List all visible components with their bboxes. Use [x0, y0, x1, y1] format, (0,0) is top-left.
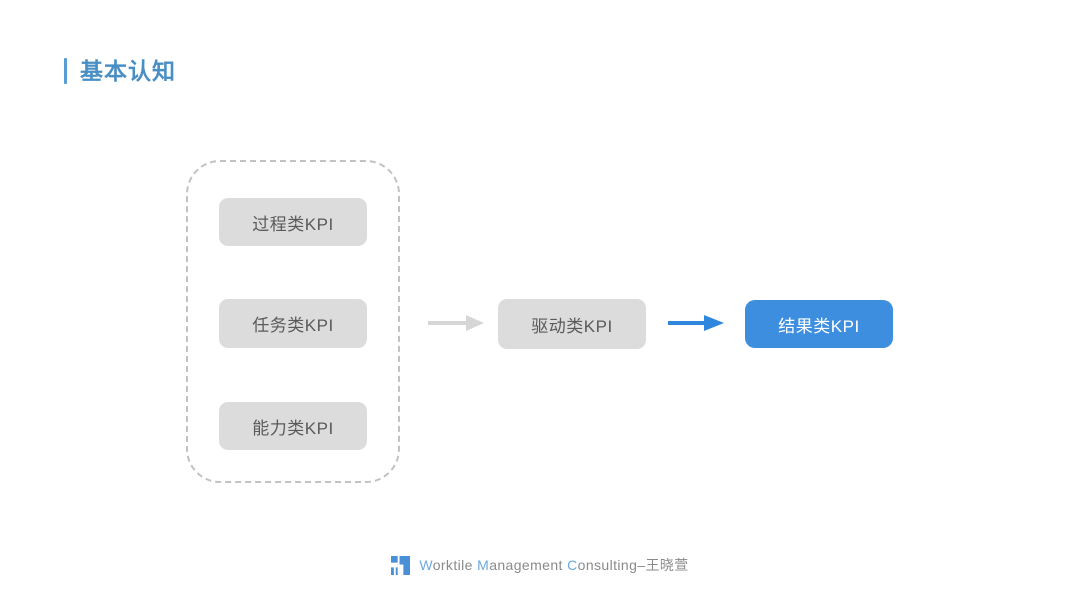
- kpi-input-group-container: [186, 160, 400, 483]
- node-ability-kpi[interactable]: 能力类KPI: [219, 402, 367, 450]
- node-process-kpi[interactable]: 过程类KPI: [219, 198, 367, 246]
- title-accent-bar: [64, 58, 67, 84]
- footer-seg-3: anagement: [489, 557, 568, 573]
- footer: Worktile Management Consulting–王晓萱: [0, 555, 1080, 575]
- footer-seg-1: orktile: [432, 557, 478, 573]
- node-task-kpi[interactable]: 任务类KPI: [219, 299, 367, 348]
- node-result-kpi[interactable]: 结果类KPI: [745, 300, 893, 348]
- footer-seg-2: M: [477, 557, 490, 573]
- footer-seg-4: C: [567, 557, 578, 573]
- arrow-driver-to-result-icon: [668, 310, 724, 336]
- footer-seg-5: onsulting–王晓萱: [577, 557, 689, 573]
- page-title: 基本认知: [64, 58, 176, 84]
- footer-credit-text: Worktile Management Consulting–王晓萱: [419, 555, 688, 575]
- title-text: 基本认知: [80, 57, 176, 84]
- arrow-group-to-driver-icon: [428, 310, 484, 336]
- node-driver-kpi[interactable]: 驱动类KPI: [498, 299, 646, 349]
- footer-seg-0: W: [419, 557, 433, 573]
- worktile-logo-icon: [391, 555, 411, 575]
